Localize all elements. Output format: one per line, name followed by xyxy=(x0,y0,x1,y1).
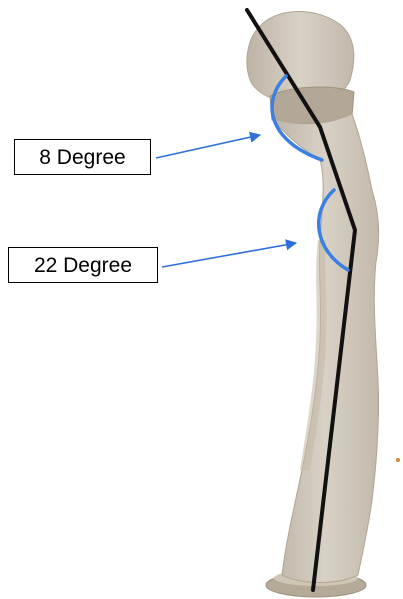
upper-callout-arrow xyxy=(156,135,260,158)
surface-speck xyxy=(396,458,400,462)
upper-angle-label: 8 Degree xyxy=(14,139,151,175)
lower-callout-arrow xyxy=(162,243,296,267)
lower-angle-label: 22 Degree xyxy=(8,247,158,283)
